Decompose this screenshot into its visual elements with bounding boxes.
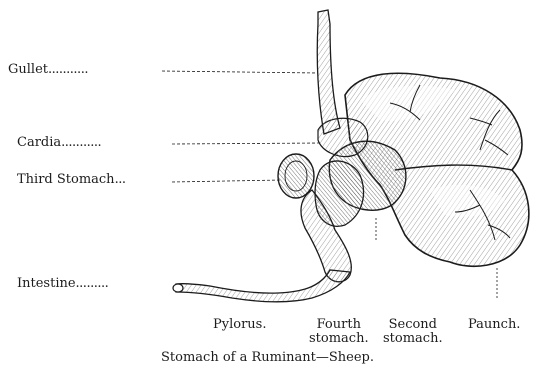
second-stomach-text-1: Second	[383, 318, 443, 332]
gullet-dots: ...........	[48, 62, 88, 77]
intestine-text: Intestine	[17, 276, 76, 291]
intestine-dots: .........	[76, 276, 109, 291]
intestine-shape	[176, 270, 350, 302]
gullet-shape	[317, 10, 340, 134]
gullet-text: Gullet	[8, 62, 48, 77]
cardia-dots: ...........	[61, 135, 101, 150]
pylorus-text: Pylorus.	[213, 317, 266, 332]
third-stomach-dots: ...	[115, 172, 126, 187]
third-stomach-text: Third Stomach	[17, 172, 115, 187]
gullet-label: Gullet...........	[8, 62, 88, 77]
pylorus-label: Pylorus.	[213, 318, 266, 332]
intestine-label: Intestine.........	[17, 276, 108, 291]
third-stomach-label: Third Stomach...	[17, 172, 125, 187]
cardia-text: Cardia	[17, 135, 61, 150]
second-stomach-label: Second stomach.	[383, 318, 443, 346]
paunch-text: Paunch.	[468, 317, 520, 332]
fourth-stomach-text-2: stomach.	[309, 332, 369, 346]
figure-caption: Stomach of a Ruminant—Sheep.	[0, 350, 535, 365]
paunch-label: Paunch.	[468, 318, 520, 332]
second-stomach-text-2: stomach.	[383, 332, 443, 346]
cardia-label: Cardia...........	[17, 135, 101, 150]
fourth-stomach-label: Fourth stomach.	[309, 318, 369, 346]
fourth-stomach-text-1: Fourth	[309, 318, 369, 332]
